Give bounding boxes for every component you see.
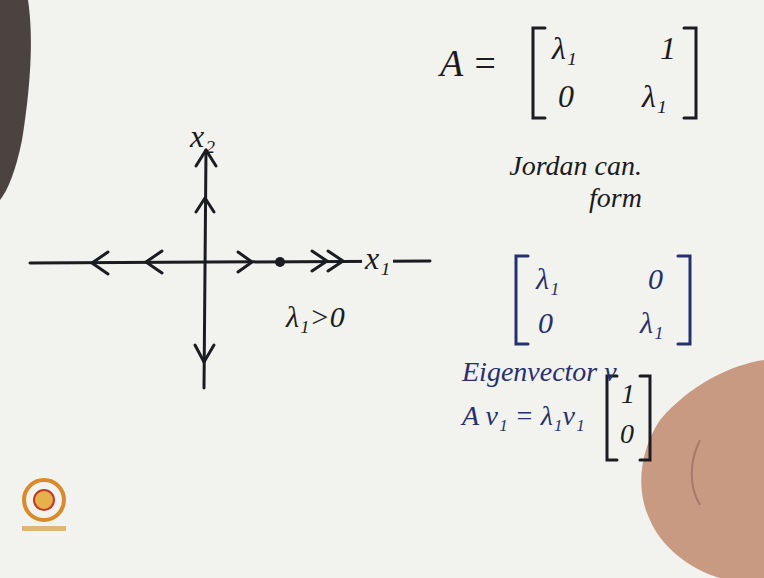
matrix-entry: λ₁ xyxy=(642,78,667,115)
label-holder: 0 xyxy=(620,418,634,450)
label-holder: λ₁ xyxy=(640,306,663,341)
arrowhead-right xyxy=(238,252,252,272)
arrowhead-right xyxy=(312,251,327,271)
matrix-entry: 0 xyxy=(648,262,663,297)
label-holder: Eigenvector v xyxy=(462,356,617,388)
x2-axis xyxy=(204,150,206,388)
matrix-entry: 0 xyxy=(558,78,574,115)
label-holder: 1 xyxy=(621,378,635,410)
matrix-entry: λ₁ xyxy=(640,306,663,341)
arrowhead-right xyxy=(328,251,343,271)
logo-core xyxy=(34,490,54,510)
vector-bracket xyxy=(640,376,650,460)
matrix-bracket xyxy=(533,28,545,118)
matrix-name: A = xyxy=(440,42,498,86)
finger xyxy=(641,360,764,578)
hand-shadow xyxy=(0,0,31,200)
condition-note: λ₁>0 xyxy=(286,300,345,335)
label-holder: λ₁>0 xyxy=(286,300,345,335)
arrowhead-down xyxy=(195,345,214,362)
matrix-entry: 0 xyxy=(538,306,553,341)
label-holder: 0 xyxy=(648,262,663,297)
logo-ring xyxy=(24,480,64,520)
finger-crease xyxy=(692,440,700,505)
vector-entry: 1 xyxy=(621,378,635,410)
eigenvector-note: Eigenvector v xyxy=(462,356,617,388)
eigen-equation: A v₁ = λ₁v₁ xyxy=(462,400,585,432)
matrix-entry: 1 xyxy=(660,30,676,67)
label-holder: λ₁ xyxy=(536,262,559,297)
label-holder: 0 xyxy=(558,78,574,115)
label-holder: x₂ xyxy=(190,118,215,155)
label-holder: A v₁ = λ₁v₁ xyxy=(462,400,585,432)
arrowhead-left xyxy=(146,251,162,273)
label-holder: λ₁ xyxy=(552,30,577,67)
label-holder: x₁ xyxy=(362,240,393,277)
label-holder: Jordan can. form xyxy=(462,150,642,214)
matrix-entry: λ₁ xyxy=(552,30,577,67)
axis-label: x₁ xyxy=(362,240,393,277)
label-holder: 0 xyxy=(538,306,553,341)
matrix-bracket xyxy=(516,256,528,344)
label-holder: λ₁ xyxy=(642,78,667,115)
logo xyxy=(22,480,66,531)
equilibrium-dot xyxy=(275,257,285,267)
vector-bracket xyxy=(607,376,617,460)
logo-bar xyxy=(22,526,66,531)
jordan-note: Jordan can. form xyxy=(462,150,642,214)
arrowhead-left xyxy=(92,252,108,274)
matrix-bracket xyxy=(678,256,690,344)
label-holder: A = xyxy=(440,42,498,86)
vector-entry: 0 xyxy=(620,418,634,450)
matrix-entry: λ₁ xyxy=(536,262,559,297)
label-holder: 1 xyxy=(660,30,676,67)
matrix-bracket xyxy=(684,28,696,118)
arrowhead-up xyxy=(196,198,214,212)
axis-label: x₂ xyxy=(190,118,215,155)
